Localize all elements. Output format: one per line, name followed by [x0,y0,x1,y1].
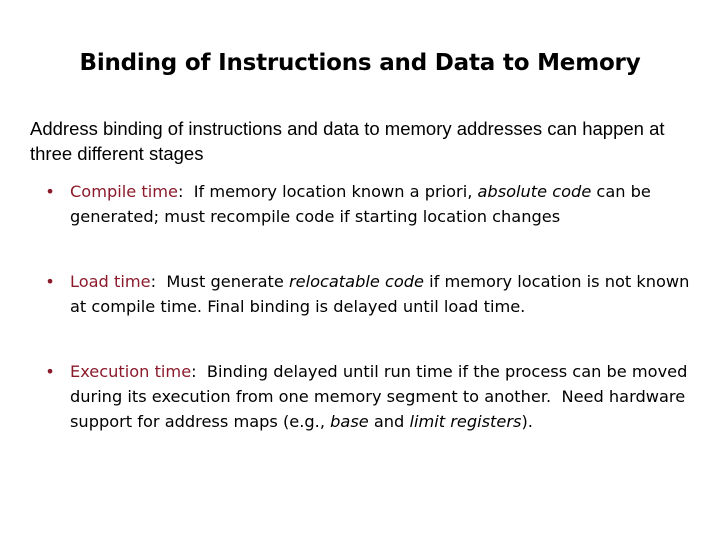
bullet-term: Execution time [70,362,192,381]
bullet-text: can be generated; must recompile code if… [70,182,651,226]
bullet-emphasis: absolute code [477,182,592,201]
bullet-colon: : [150,272,157,291]
bullet-emphasis: relocatable code [288,272,424,291]
bullet-colon: : [191,362,197,381]
bullet-text: If memory location known a priori, [183,182,478,201]
bullet-emphasis: base [330,412,369,431]
intro-text: Address binding of instructions and data… [30,118,665,164]
bullet-text: if memory location is not known at compi… [70,272,690,316]
bullet-marker: • [45,182,55,201]
bullet-text: ). [521,412,533,431]
bullet-colon: : [177,182,184,201]
bullet-marker: • [45,272,55,291]
bullet-text: Binding delayed until run time if the pr… [70,362,693,431]
bullet-term: Compile time [70,182,178,201]
bullet-load-time: • Load time: Must generate relocatable co… [30,269,700,319]
bullet-marker: • [45,362,55,381]
bullet-term: Load time [70,272,151,291]
slide-title: Binding of Instructions and Data to Memo… [79,50,641,76]
bullet-compile-time: • Compile time: If memory location known … [30,179,700,229]
bullet-text: Must generate [156,272,289,291]
bullet-execution-time: • Execution time: Binding delayed until r… [30,359,700,434]
bullet-emphasis: limit registers [409,412,522,431]
bullet-text: and [368,412,410,431]
bullet-list: • Compile time: If memory location known … [30,179,700,434]
